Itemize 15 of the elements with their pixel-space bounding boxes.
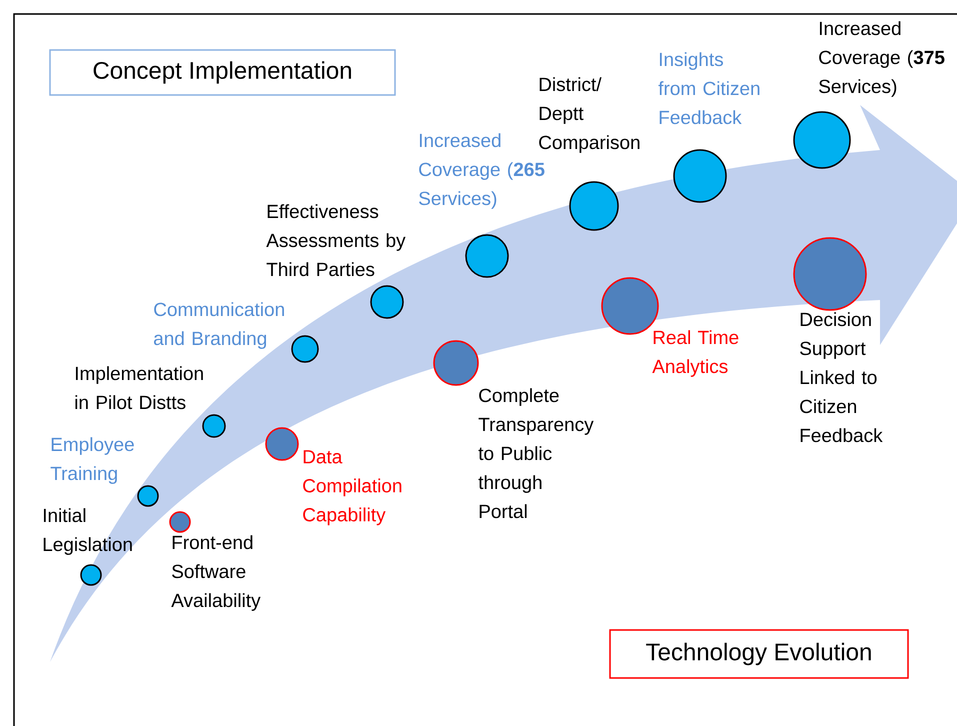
milestone-label: Decision Support Linked to Citizen Feedback [800, 312, 883, 442]
title-box: Technology Evolution [609, 629, 909, 679]
milestone-label: Implementation in Pilot Distts [75, 366, 203, 410]
milestone-label: Increased Coverage (375 Services) [819, 21, 944, 97]
milestone-label: Effectiveness Assessments by Third Parties [266, 204, 406, 276]
milestone-label: District/ Deptt Comparison [539, 77, 640, 153]
milestone-label: Initial Legislation [44, 508, 132, 555]
milestone-label: Employee Training [50, 437, 134, 484]
milestone-label: Complete Transparency to Public through Portal [478, 388, 594, 518]
milestone-label: Communication and Branding [154, 302, 284, 349]
milestone-label: Front-end Software Availability [171, 535, 261, 611]
milestone-label: Real Time Analytics [652, 330, 738, 377]
title-box: Concept Implementation [49, 49, 396, 96]
milestone-label: Data Compilation Capability [303, 450, 402, 526]
milestone-label: Insights from Citizen Feedback [658, 52, 760, 124]
